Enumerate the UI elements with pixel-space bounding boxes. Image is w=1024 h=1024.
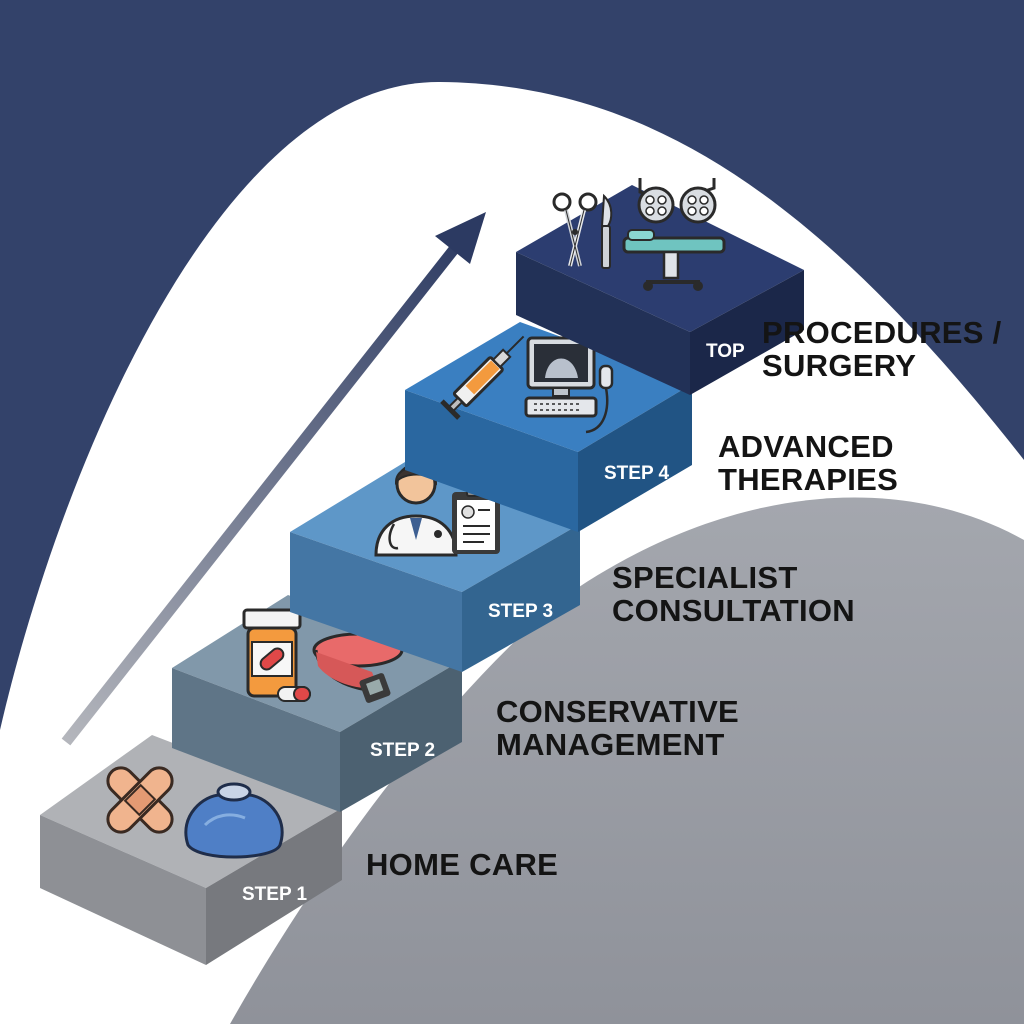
top-block: TOP — [516, 178, 804, 395]
step-1-block: STEP 1 — [40, 735, 342, 965]
top-tag: TOP — [706, 341, 745, 362]
top-label: PROCEDURES / SURGERY — [762, 315, 1002, 383]
scalpel-icon — [600, 193, 613, 269]
step-3-label: SPECIALIST CONSULTATION — [612, 560, 855, 628]
step-2-tag: STEP 2 — [370, 740, 435, 761]
operating-table-icon — [622, 229, 726, 291]
scissors-icon — [552, 192, 598, 267]
ultrasound-machine-icon — [524, 336, 614, 434]
step-3-tag: STEP 3 — [488, 601, 553, 622]
bandage-icon — [106, 766, 174, 834]
step-4-tag: STEP 4 — [604, 463, 670, 484]
progress-arrow — [61, 212, 486, 746]
step-1-label: HOME CARE — [366, 847, 559, 882]
pill-bottle-icon — [242, 608, 311, 702]
clipboard-icon — [452, 485, 500, 554]
step-3-block: STEP 3 — [290, 462, 580, 672]
background-gray-wave — [230, 497, 1024, 1024]
doctor-icon — [374, 463, 458, 557]
step-1-tag: STEP 1 — [242, 884, 308, 905]
step-4-block: STEP 4 — [405, 322, 692, 532]
brace-strap-icon — [312, 632, 404, 703]
syringe-icon — [440, 335, 525, 420]
step-4-label: ADVANCED THERAPIES — [718, 429, 899, 497]
step-2-block: STEP 2 — [172, 595, 462, 812]
surgical-lights-icon — [637, 178, 717, 224]
ice-pack-icon — [184, 782, 284, 859]
step-2-label: CONSERVATIVE MANAGEMENT — [496, 694, 740, 762]
